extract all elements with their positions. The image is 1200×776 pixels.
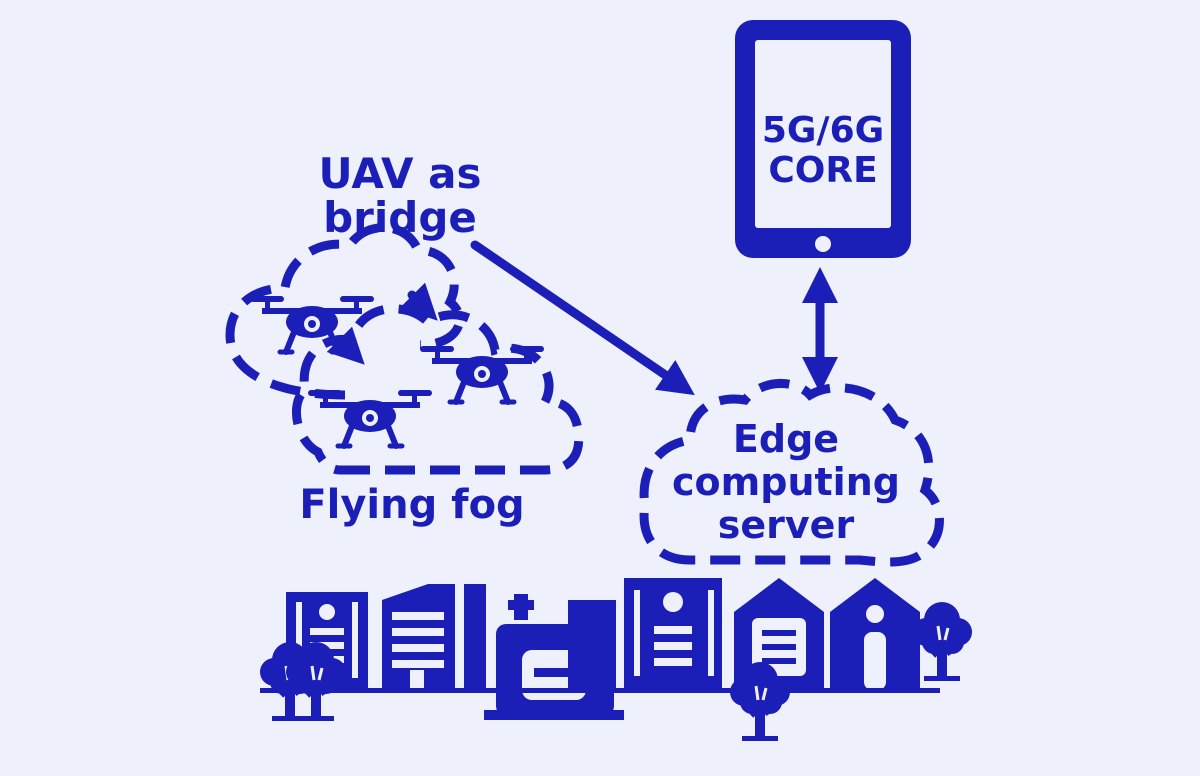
uav-label-line2: bridge: [323, 193, 477, 242]
house-icon: [830, 578, 920, 690]
drone-icon: [420, 346, 544, 402]
city-skyline: [260, 578, 972, 741]
fog-cloud-front: [291, 304, 584, 475]
building-icon: [624, 578, 722, 690]
fog-cloud-back: [225, 223, 465, 400]
edge-label-line3: server: [718, 503, 855, 547]
core-label-line2: CORE: [768, 150, 877, 191]
edge-label-line2: computing: [672, 460, 900, 504]
building-icon: [382, 584, 486, 690]
house-icon: [734, 578, 824, 690]
edge-cloud: [639, 379, 944, 567]
tablet-icon: [735, 20, 911, 258]
core-label-line1: 5G/6G: [762, 110, 884, 151]
tree-icon: [912, 602, 972, 681]
edge-label-line1: Edge: [733, 417, 839, 461]
uav-label-line1: UAV as: [319, 149, 482, 198]
arrow-icon: [470, 240, 695, 396]
flying-fog-label: Flying fog: [299, 482, 524, 528]
drone-icon: [308, 390, 432, 446]
